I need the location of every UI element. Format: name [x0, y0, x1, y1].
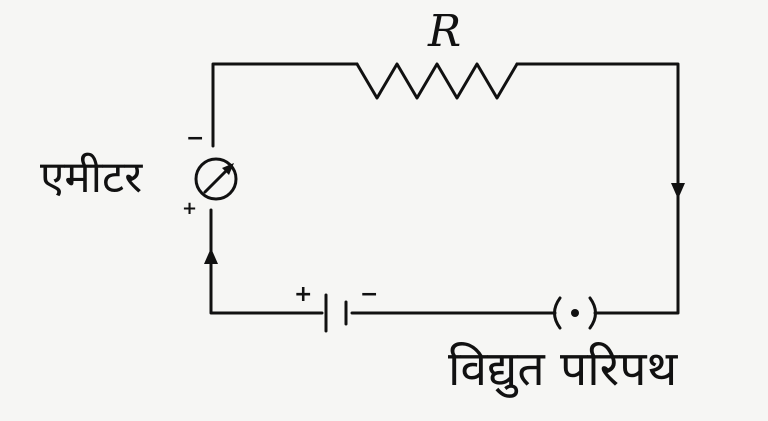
bulb-center-dot	[571, 309, 579, 317]
wire-right	[515, 62, 680, 315]
ammeter-plus-sign: +	[182, 198, 198, 219]
current-arrow-down	[671, 183, 685, 199]
resistor-label: R	[428, 6, 462, 57]
wire-bottom-left	[209, 208, 324, 315]
bulb-left-arc	[553, 296, 562, 330]
battery-plus-sign: +	[294, 282, 313, 307]
current-arrow-up	[204, 248, 218, 264]
circuit-label: विद्युत परिपथ	[448, 341, 678, 397]
wire-left-top	[211, 62, 359, 148]
ammeter-circle	[194, 157, 238, 201]
ammeter-needle-arrowhead	[222, 163, 234, 175]
ammeter-minus-sign: −	[186, 126, 205, 151]
bulb-right-arc	[588, 296, 597, 330]
ammeter-label: एमीटर	[40, 152, 143, 203]
battery-minus-sign: −	[360, 282, 379, 307]
resistor-zigzag	[355, 62, 519, 100]
